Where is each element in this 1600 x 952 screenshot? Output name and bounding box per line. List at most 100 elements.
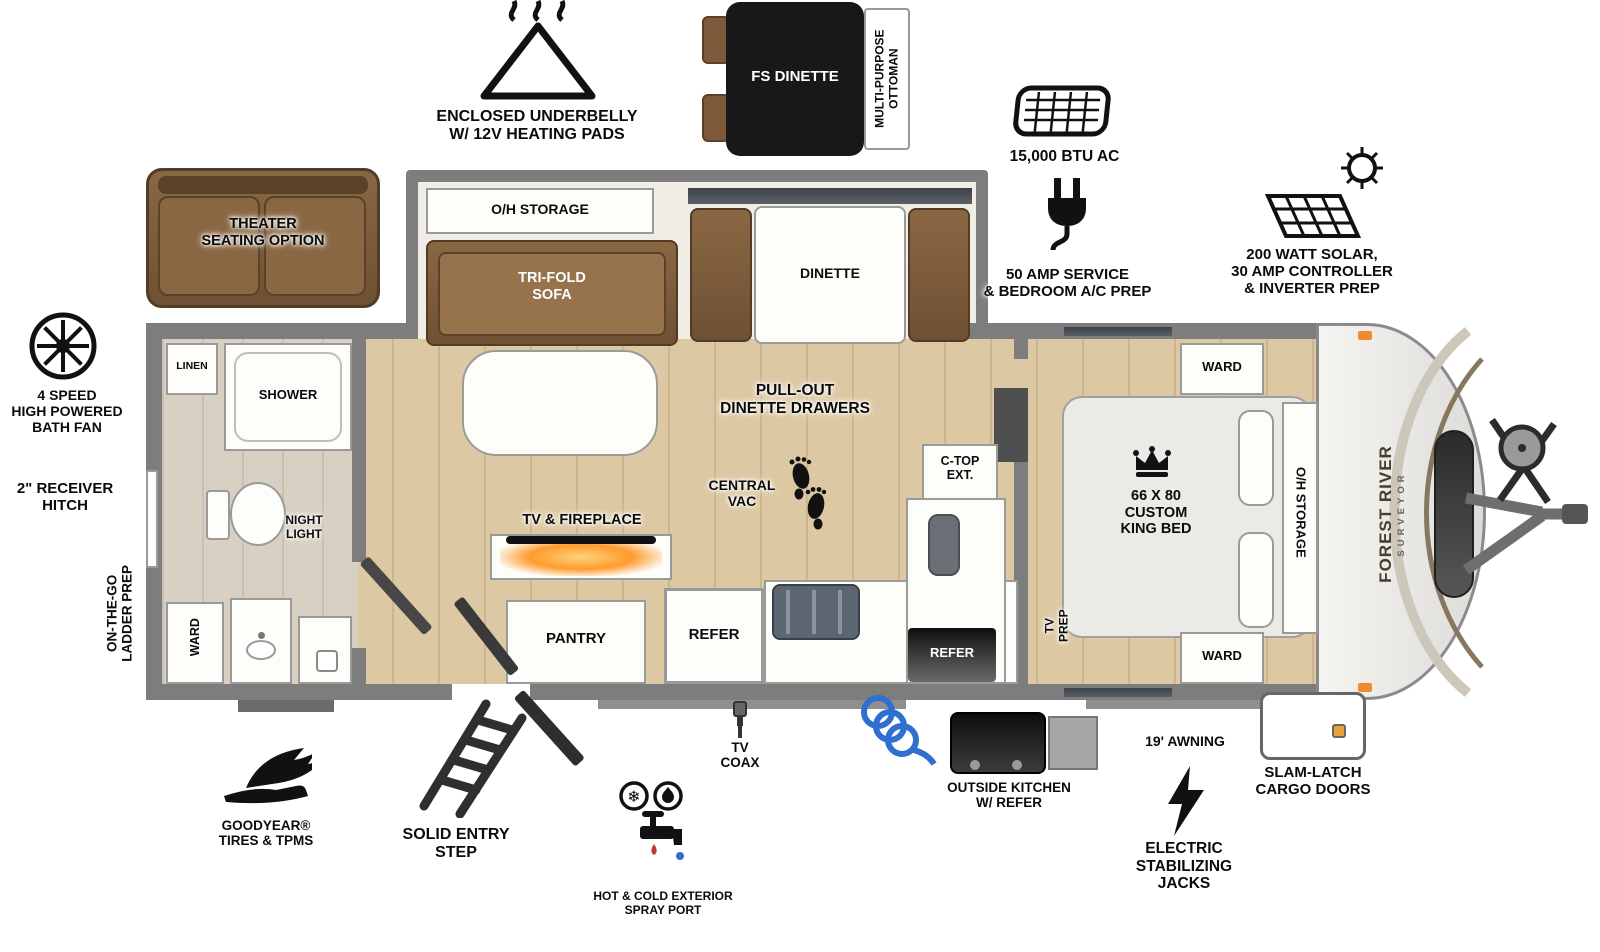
bedroom-ward-bottom bbox=[1180, 632, 1264, 684]
griddle-knob-1 bbox=[970, 760, 980, 770]
toilet-tank bbox=[206, 490, 230, 540]
dinette-label: DINETTE bbox=[800, 265, 860, 281]
bedroom-window-bottom bbox=[1064, 688, 1172, 697]
solar-panel-icon bbox=[1264, 147, 1383, 238]
tv-coax-label: TV COAX bbox=[720, 740, 760, 771]
ottoman-hinge-top bbox=[702, 16, 730, 64]
cargo-doors-label: SLAM-LATCH CARGO DOORS bbox=[1255, 764, 1371, 799]
peninsula-sink bbox=[928, 514, 960, 576]
underbelly-label: ENCLOSED UNDERBELLY W/ 12V HEATING PADS bbox=[436, 108, 638, 144]
tv-strip bbox=[506, 536, 656, 544]
dinette-bench-left bbox=[690, 208, 752, 342]
bath-ward-cabinet bbox=[166, 602, 224, 684]
rear-bumper bbox=[238, 700, 334, 712]
bedroom-oh-storage bbox=[1282, 402, 1318, 634]
linen-cabinet bbox=[166, 343, 218, 395]
vanity-faucet bbox=[258, 632, 265, 639]
toilet-bowl bbox=[230, 482, 286, 546]
stabilizing-jacks-label: ELECTRIC STABILIZING JACKS bbox=[1135, 840, 1233, 893]
crown-icon bbox=[1133, 446, 1171, 477]
bedroom-ward-top bbox=[1180, 343, 1264, 395]
bedroom-window-top bbox=[1064, 327, 1172, 336]
oh-storage-cabinet bbox=[426, 188, 654, 234]
bedroom-oh-storage-label: O/H STORAGE bbox=[1293, 467, 1309, 558]
shower-pan bbox=[234, 352, 342, 442]
refer-label: REFER bbox=[688, 626, 740, 643]
pantry-label: PANTRY bbox=[546, 630, 606, 647]
svg-text:❄: ❄ bbox=[627, 787, 640, 806]
refrigerator bbox=[664, 588, 764, 684]
pantry bbox=[506, 600, 646, 684]
corner-sink bbox=[316, 650, 338, 672]
entry-steps-icon bbox=[419, 699, 527, 818]
vanity-sink bbox=[246, 640, 276, 660]
ward-bottom-label: WARD bbox=[1202, 648, 1242, 663]
dinette-table bbox=[754, 206, 906, 344]
solar-label: 200 WATT SOLAR, 30 AMP CONTROLLER & INVE… bbox=[1231, 246, 1393, 298]
cooktop-grate-3 bbox=[838, 590, 842, 634]
ottoman-side-label: MULTI-PURPOSE OTTOMAN bbox=[872, 29, 900, 128]
theater-seating-label: THEATER SEATING OPTION bbox=[201, 216, 325, 249]
underbelly-heat-icon bbox=[480, 0, 596, 100]
trifold-sofa-seat bbox=[438, 252, 666, 336]
footprints-icon bbox=[789, 456, 827, 530]
lightning-bolt-icon bbox=[1168, 766, 1204, 836]
spray-port-icon: ❄ bbox=[619, 781, 684, 860]
theater-seating-cushion-right bbox=[264, 196, 366, 296]
brand-model: SURVEYOR bbox=[1396, 471, 1407, 557]
outside-refer-box bbox=[908, 628, 996, 682]
shower-label: SHOWER bbox=[258, 387, 318, 402]
outside-kitchen-label: OUTSIDE KITCHEN W/ REFER bbox=[947, 780, 1071, 811]
entry-step-label: SOLID ENTRY STEP bbox=[402, 826, 510, 862]
hitch-assembly-icon bbox=[1462, 418, 1588, 575]
tv-coax-icon bbox=[733, 701, 747, 738]
ottoman-side-panel bbox=[864, 8, 910, 150]
bedroom-wall-stub bbox=[1014, 339, 1028, 359]
cooktop-grate-2 bbox=[812, 590, 816, 634]
top-wall-left bbox=[146, 323, 418, 339]
ac-unit-icon bbox=[1013, 85, 1111, 137]
dinette-bench-right bbox=[908, 208, 970, 342]
front-cap-window bbox=[1434, 430, 1474, 598]
receiver-hitch-label: 2" RECEIVER HITCH bbox=[16, 480, 114, 515]
marker-light-bottom bbox=[1358, 683, 1372, 692]
pullout-drawers-label: PULL-OUT DINETTE DRAWERS bbox=[720, 382, 870, 417]
theater-seating-headrest bbox=[158, 176, 368, 194]
griddle-knob-2 bbox=[1012, 760, 1022, 770]
tv-prep-label: TV PREP bbox=[1042, 609, 1070, 643]
tv-fireplace-label: TV & FIREPLACE bbox=[522, 512, 642, 528]
power-plug-icon bbox=[1048, 178, 1086, 251]
countertop-extension bbox=[922, 444, 998, 500]
bath-wall-lower bbox=[352, 648, 366, 684]
spray-port-label: HOT & COLD EXTERIOR SPRAY PORT bbox=[593, 889, 733, 917]
bath-fan-label: 4 SPEED HIGH POWERED BATH FAN bbox=[11, 387, 123, 435]
city-water-hose-icon bbox=[861, 695, 937, 766]
bottom-wall-left bbox=[146, 684, 452, 700]
ctop-ext-label: C-TOP EXT. bbox=[940, 454, 980, 483]
fireplace-glow bbox=[500, 538, 662, 576]
trifold-sofa-label: TRI-FOLD SOFA bbox=[518, 270, 586, 303]
ottoman-body bbox=[726, 2, 864, 156]
bedroom-wall-accent bbox=[994, 388, 1028, 462]
outside-kitchen-griddle bbox=[950, 712, 1046, 774]
bath-wall-upper bbox=[352, 339, 366, 562]
front-cap-swoosh bbox=[1389, 327, 1484, 697]
dinette-window bbox=[688, 188, 972, 204]
amp-service-label: 50 AMP SERVICE & BEDROOM A/C PREP bbox=[983, 266, 1152, 301]
awning-rail-right bbox=[1086, 700, 1260, 709]
bed-pillow-top bbox=[1238, 410, 1274, 506]
brand-logo: FOREST RIVER SURVEYOR bbox=[1376, 417, 1420, 611]
cargo-door-latch bbox=[1332, 724, 1346, 738]
linen-label: LINEN bbox=[176, 360, 208, 372]
ladder-prep-label: ON-THE-GO LADDER PREP bbox=[104, 565, 135, 662]
night-light-label: NIGHT LIGHT bbox=[285, 513, 323, 541]
bath-ward-label: WARD bbox=[187, 618, 202, 657]
tires-label: GOODYEAR® TIRES & TPMS bbox=[218, 818, 314, 849]
brand-name: FOREST RIVER bbox=[1376, 445, 1395, 583]
marker-light-top bbox=[1358, 331, 1372, 340]
central-vac-label: CENTRAL VAC bbox=[708, 477, 776, 509]
fs-dinette-table-footprint bbox=[462, 350, 658, 456]
oh-storage-label: O/H STORAGE bbox=[491, 201, 589, 217]
ottoman-title: FS DINETTE bbox=[751, 68, 839, 85]
king-bed-label: 66 X 80 CUSTOM KING BED bbox=[1120, 488, 1192, 538]
